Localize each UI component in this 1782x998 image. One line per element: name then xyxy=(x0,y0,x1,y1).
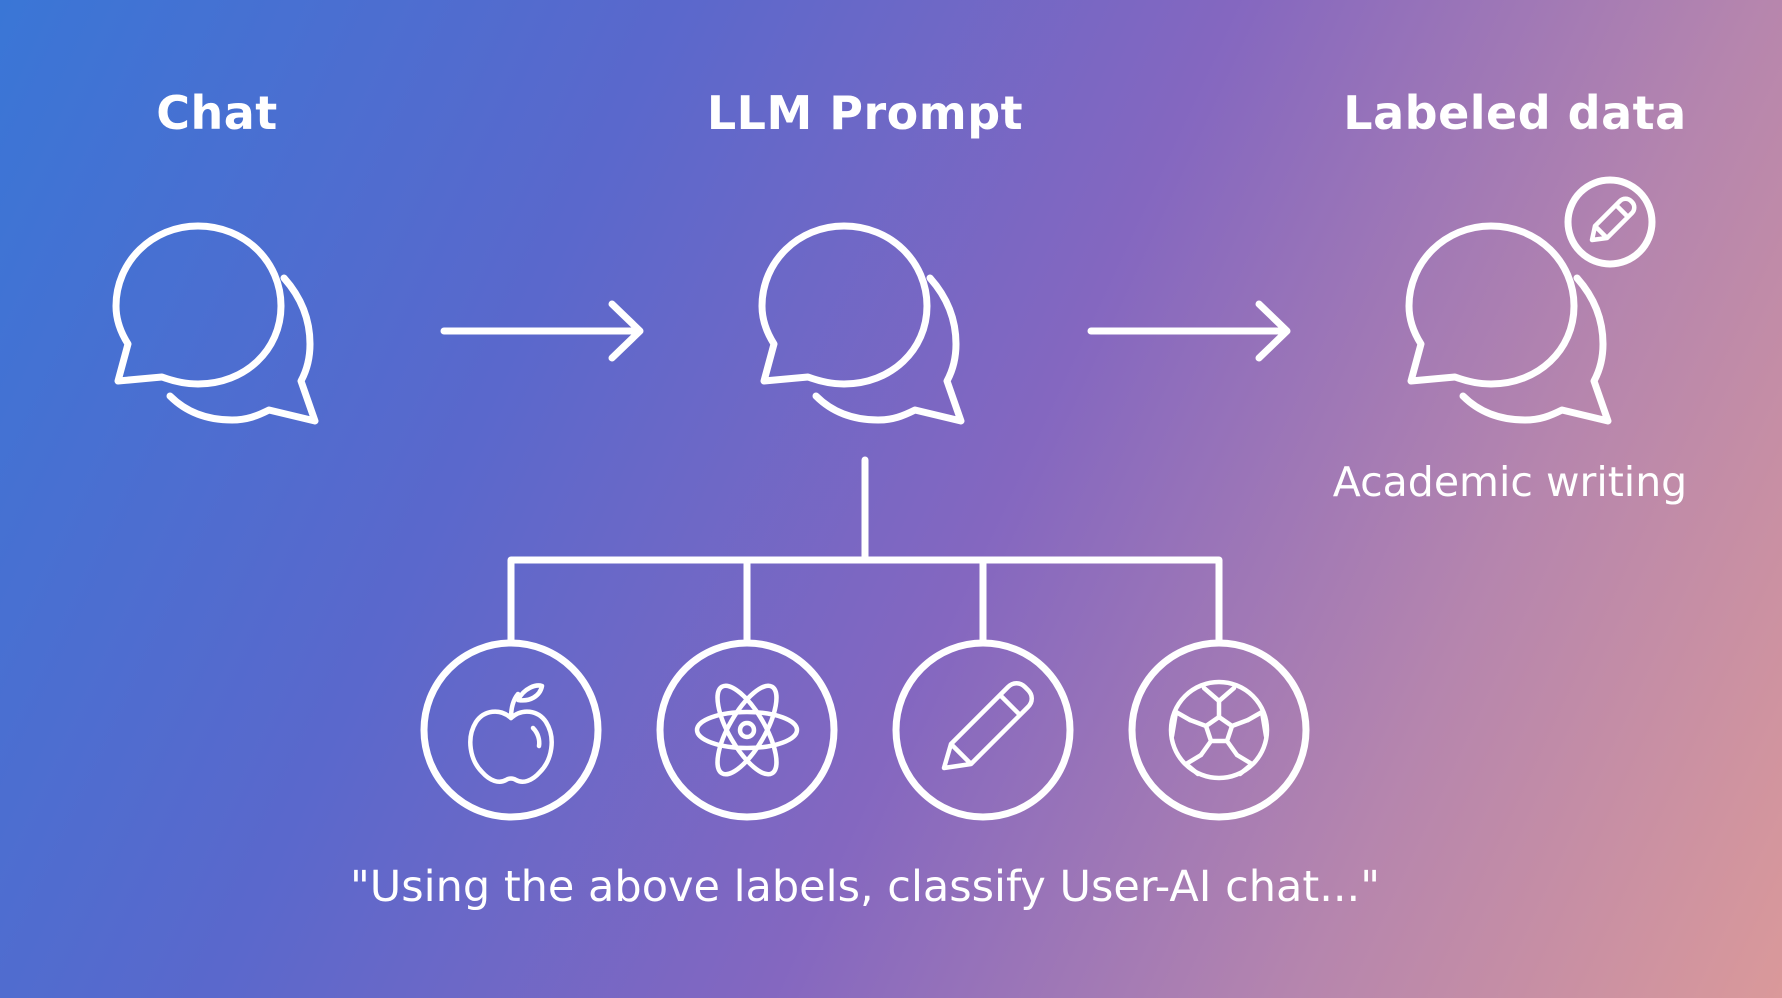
labeled-bubbles-icon xyxy=(1405,222,1612,425)
prompt-bubbles-icon xyxy=(758,222,965,425)
arrow-chat-to-prompt xyxy=(440,300,644,362)
prompt-caption: "Using the above labels, classify User-A… xyxy=(350,862,1380,912)
arrow-prompt-to-labeled xyxy=(1087,300,1291,362)
labeled-data-heading: Labeled data xyxy=(1343,86,1687,140)
apple-icon xyxy=(468,683,554,784)
category-writing xyxy=(892,639,1074,821)
category-tree-connectors xyxy=(507,456,1223,644)
category-atom xyxy=(656,639,838,821)
atom-icon xyxy=(694,683,800,777)
category-apple xyxy=(420,639,602,821)
chat-bubbles-icon xyxy=(112,222,319,425)
llm-prompt-heading: LLM Prompt xyxy=(706,86,1024,140)
pencil-icon xyxy=(941,681,1034,771)
soccer-ball-icon xyxy=(1168,679,1270,781)
label-badge-pencil-icon xyxy=(1564,176,1656,268)
category-sports xyxy=(1128,639,1310,821)
chat-heading: Chat xyxy=(156,86,278,140)
result-label: Academic writing xyxy=(1332,458,1688,506)
